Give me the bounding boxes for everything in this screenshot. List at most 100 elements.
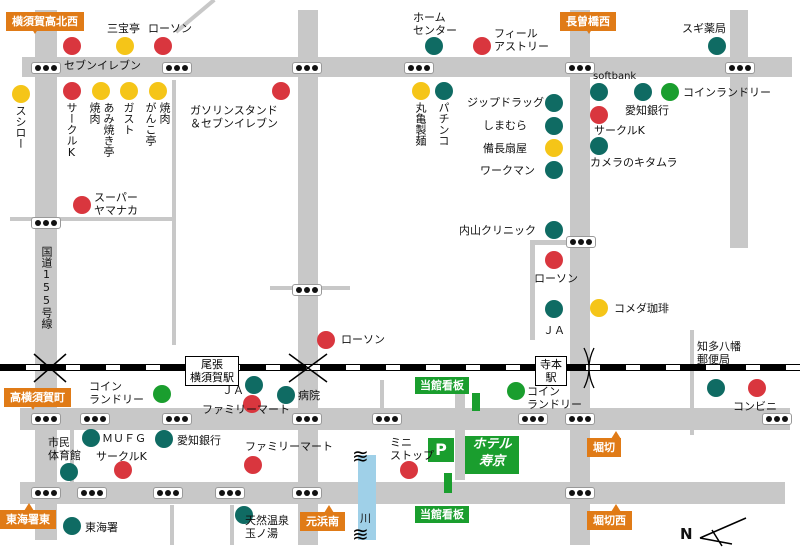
signal <box>162 413 192 425</box>
marker-amiyaki <box>92 82 110 100</box>
callout-takayokosuka-machi: 高横須賀町 <box>4 388 71 410</box>
road-v-4 <box>730 10 748 248</box>
label-super-yamanaka: スーパー ヤマナカ <box>94 191 138 217</box>
label-aichi-bank-low: 愛知銀行 <box>177 434 221 447</box>
label-mufg: ＭＵＦＧ <box>102 432 146 445</box>
parking-label: P <box>435 440 447 459</box>
label-coin-laundry-top: コインランドリー <box>683 86 771 99</box>
signal <box>292 62 322 74</box>
label-familymart-2: ファミリーマート <box>245 440 333 453</box>
parking-sign: P <box>428 438 454 462</box>
callout-motohama-minami: 元浜南 <box>300 505 345 531</box>
marker-pachinko <box>435 82 453 100</box>
label-home-center: ホーム センター <box>413 11 457 37</box>
road-lower-2 <box>20 482 785 504</box>
signal <box>215 487 245 499</box>
road-v-7 <box>690 330 694 435</box>
label-camera: カメラのキタムラ <box>590 156 678 169</box>
marker-circle-k-low <box>114 461 132 479</box>
signboard-post-top <box>472 393 480 411</box>
crossing-mark <box>288 353 328 383</box>
label-circle-k-v: サークルK <box>65 102 78 159</box>
signal <box>162 62 192 74</box>
marker-aichi-bank-low <box>155 430 173 448</box>
signboard-post-bottom <box>444 473 452 493</box>
marker-bichoshen <box>545 139 563 157</box>
label-coin-laundry-right: コイン ランドリー <box>527 385 582 411</box>
road-v-6 <box>172 80 176 345</box>
railway <box>0 364 800 371</box>
label-lawson-mid: ローソン <box>534 272 578 285</box>
label-zipdrug: ジップドラッグ <box>467 96 544 109</box>
crossing-mark <box>583 347 595 389</box>
river-wave-bottom: ≋ <box>352 522 369 546</box>
label-shimin: 市民 体育館 <box>48 436 81 462</box>
road-v-12 <box>230 505 234 545</box>
road-lower-1 <box>20 408 790 430</box>
marker-ja-right <box>545 300 563 318</box>
marker-mufg <box>82 429 100 447</box>
marker-convenience <box>748 379 766 397</box>
label-convenience: コンビニ <box>733 400 777 413</box>
signal <box>292 413 322 425</box>
label-mini-stop: ミニ ストップ <box>390 436 434 462</box>
road-v-9 <box>380 380 384 410</box>
label-uchiyama: 内山クリニック <box>459 224 536 237</box>
marker-marugame <box>412 82 430 100</box>
marker-gas-seven <box>272 82 290 100</box>
label-workman: ワークマン <box>480 164 535 177</box>
callout-yokosuka-kohoku-nishi: 横須賀高北西 <box>6 12 84 34</box>
label-yakiniku2: 焼肉 <box>158 102 171 124</box>
label-lawson-top: ローソン <box>148 22 192 35</box>
station-owari-yokosuka: 尾張 横須賀駅 <box>185 356 239 386</box>
marker-familymart-2 <box>244 456 262 474</box>
marker-coin-laundry-top <box>661 83 679 101</box>
label-shimamura: しまむら <box>483 119 527 132</box>
road-v-5 <box>530 240 535 340</box>
marker-sushiro <box>12 85 30 103</box>
marker-gankotei <box>149 82 167 100</box>
marker-sanpotei <box>116 37 134 55</box>
marker-onsen <box>235 506 253 524</box>
marker-coin-laundry-right <box>507 382 525 400</box>
label-lawson-low: ローソン <box>341 333 385 346</box>
marker-aichi-bank-top <box>634 83 652 101</box>
callout-nagasone-bashi-nishi: 長曽橋西 <box>560 12 616 34</box>
label-ja-left: ＪＡ <box>222 384 244 397</box>
signal <box>292 284 322 296</box>
label-ja-right: ＪＡ <box>543 324 565 337</box>
signal <box>565 62 595 74</box>
marker-tokai-sho <box>63 517 81 535</box>
label-marugame: 丸亀製麺 <box>414 102 427 146</box>
label-seven-eleven: セブンイレブン <box>64 59 141 72</box>
label-familymart-1: ファミリーマート <box>202 403 290 416</box>
label-chita-post: 知多八幡 郵便局 <box>697 340 741 366</box>
crossing-mark <box>33 353 67 383</box>
label-yakiniku: 焼肉 <box>88 102 101 124</box>
label-sugi: スギ薬局 <box>682 22 726 35</box>
signal <box>31 62 61 74</box>
road-v-10 <box>70 430 74 485</box>
signal <box>77 487 107 499</box>
road-v-2 <box>298 10 318 545</box>
route-155 <box>35 10 57 540</box>
river <box>358 455 376 540</box>
label-flower-astry: フィール アストリー <box>494 27 549 53</box>
station-name: 寺本 駅 <box>540 358 562 384</box>
label-komeda: コメダ珈琲 <box>614 302 669 315</box>
marker-home-center <box>425 37 443 55</box>
marker-komeda <box>590 299 608 317</box>
label-hospital: 病院 <box>298 389 320 402</box>
road-side-3 <box>530 240 590 245</box>
callout-tokai-sho-higashi: 東海署東 <box>0 503 56 529</box>
marker-familymart-1 <box>243 395 261 413</box>
label-amiyaki: あみ焼き亭 <box>102 102 115 157</box>
marker-camera <box>590 137 608 155</box>
marker-circle-k-v <box>63 82 81 100</box>
label-tokai-sho: 東海署 <box>85 521 118 534</box>
label-aichi-bank-top: 愛知銀行 <box>625 104 669 117</box>
road-v-3 <box>570 10 590 545</box>
signal <box>292 487 322 499</box>
marker-circle-k-top <box>590 106 608 124</box>
